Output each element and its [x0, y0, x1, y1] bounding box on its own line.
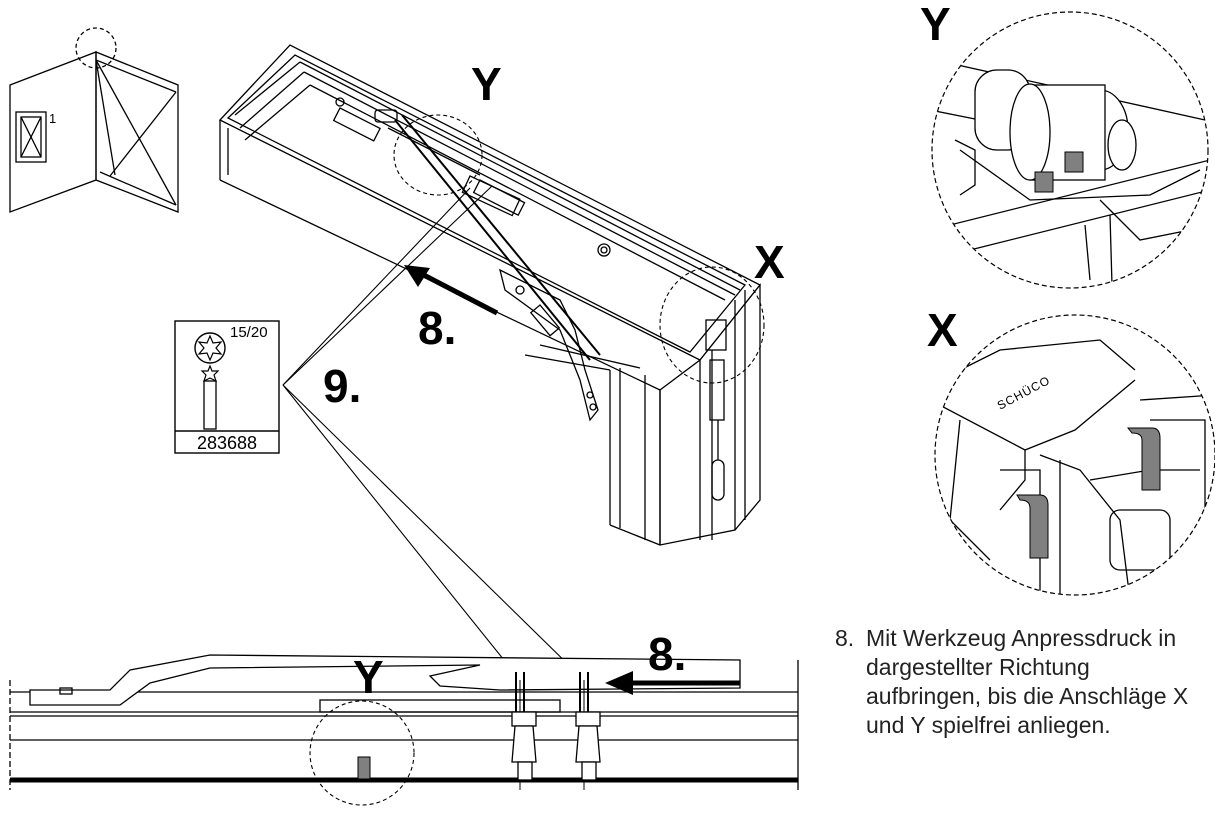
torx-tool-icon — [174, 320, 280, 454]
screw-leader-lines — [282, 185, 585, 681]
tool-article-number: 283688 — [197, 433, 257, 453]
detail-x-label-zoom: X — [927, 304, 958, 356]
stop-x-left — [1016, 494, 1049, 559]
detail-y-zoom-circle — [931, 11, 1209, 289]
detail-x-zoom — [935, 315, 1215, 595]
detail-circle-y-main — [393, 114, 483, 196]
detail-y-label-main: Y — [471, 58, 502, 110]
stop-marker-y-section — [357, 756, 371, 780]
detail-y-label-section: Y — [353, 651, 384, 703]
window-frame-corner-drawing — [218, 44, 762, 546]
tool-size-label: 15/20 — [230, 324, 268, 341]
instruction-text: Mit Werkzeug Anpressdruck in dargestellt… — [866, 625, 1189, 738]
step-9-label: 9. — [323, 360, 361, 412]
section-view-drawing — [9, 654, 799, 790]
detail-y-label-zoom: Y — [920, 0, 951, 50]
window-overview-icon — [9, 27, 179, 213]
push-arrow-section — [605, 671, 740, 695]
detail-circle-x-main — [659, 266, 765, 384]
step-8-label-main: 8. — [418, 302, 456, 354]
overview-view-number: 1 — [49, 111, 56, 126]
stop-x-right — [1126, 427, 1161, 491]
push-arrow-main — [404, 265, 499, 316]
stop-y-block-2 — [1064, 151, 1084, 173]
detail-x-label-main: X — [754, 236, 785, 288]
detail-x-zoom-circle — [934, 314, 1215, 596]
detail-circle-y-section — [309, 700, 415, 806]
step-8-label-section: 8. — [648, 628, 686, 680]
instruction-number: 8. — [835, 625, 855, 651]
stop-y-block-1 — [1034, 171, 1054, 193]
